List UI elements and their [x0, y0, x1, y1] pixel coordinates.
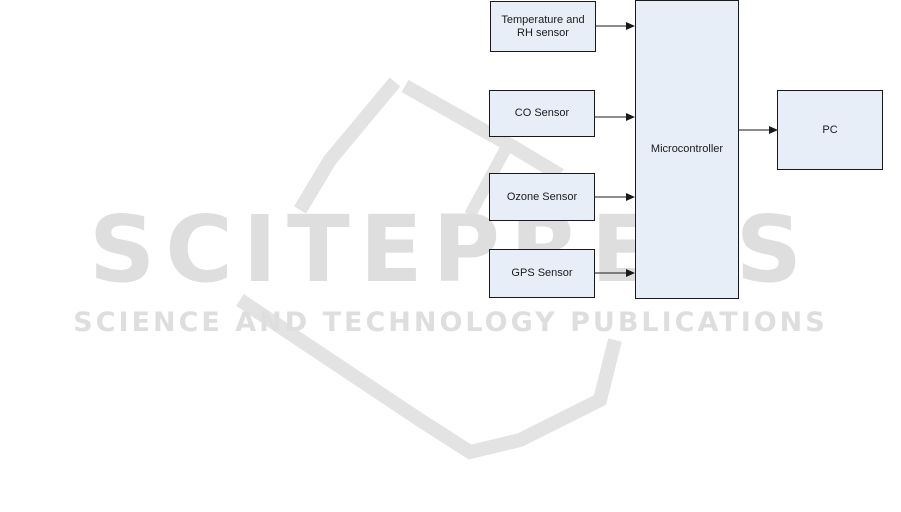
microcontroller-block: Microcontroller [635, 0, 739, 299]
co-sensor-label: CO Sensor [515, 107, 569, 120]
ozone-sensor-block: Ozone Sensor [489, 173, 595, 221]
temperature-rh-sensor-block: Temperature and RH sensor [490, 1, 596, 52]
pc-block: PC [777, 90, 883, 170]
gps-sensor-block: GPS Sensor [489, 249, 595, 298]
gps-sensor-label: GPS Sensor [511, 267, 572, 280]
temperature-rh-sensor-label: Temperature and RH sensor [501, 14, 584, 40]
co-sensor-block: CO Sensor [489, 90, 595, 137]
pc-label: PC [822, 124, 837, 137]
ozone-sensor-label: Ozone Sensor [507, 191, 577, 204]
microcontroller-label: Microcontroller [651, 143, 723, 156]
